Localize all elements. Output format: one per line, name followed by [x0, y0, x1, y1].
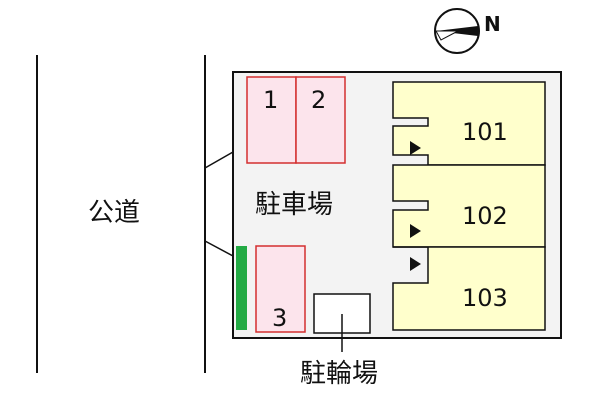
parking-space-1 [246, 76, 297, 164]
road-label: 公道 [88, 198, 140, 228]
green-marker-bar [236, 246, 247, 330]
parking-area-label: 駐車場 [255, 190, 333, 220]
parking-space-3-label: 3 [272, 304, 287, 332]
parking-space-1-label: 1 [263, 86, 278, 114]
bicycle-parking-label: 駐輪場 [300, 359, 378, 389]
compass-north-label: N [484, 12, 501, 36]
parking-space-2-label: 2 [311, 86, 326, 114]
unit-101 [392, 81, 546, 166]
unit-102 [392, 164, 546, 248]
parking-space-2 [295, 76, 346, 164]
unit-103-label: 103 [462, 284, 508, 312]
compass-icon: N [434, 8, 501, 54]
entrance-line-top [204, 151, 234, 169]
unit-102-label: 102 [462, 202, 508, 230]
parking-space-3 [255, 245, 306, 333]
entrance-arrow-103 [410, 257, 421, 271]
entrance-arrow-102 [410, 224, 421, 238]
entrance-arrow-101 [410, 141, 421, 155]
unit-101-label: 101 [462, 118, 508, 146]
entrance-line-bottom [204, 240, 234, 257]
unit-103 [392, 246, 546, 331]
